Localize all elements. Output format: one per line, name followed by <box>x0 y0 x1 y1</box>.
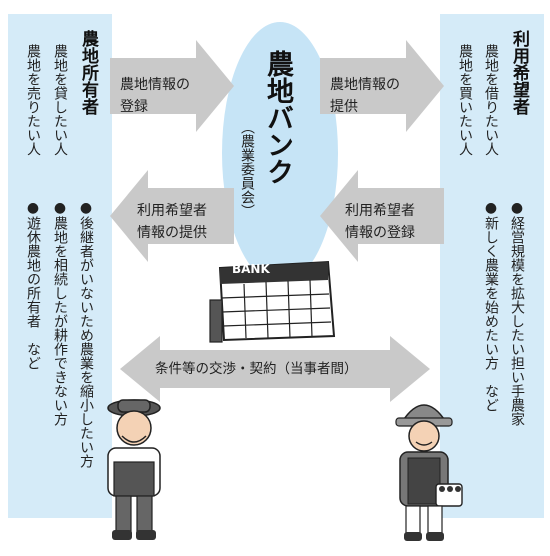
female-farmer-icon <box>395 404 463 541</box>
male-farmer-icon <box>107 399 161 540</box>
seeker-line-buy: 農地を買いたい人 <box>457 44 473 156</box>
farmland-bank-title: 農地バンク <box>262 50 293 185</box>
owner-bullet-idle: ●遊休農地の所有者 など <box>25 200 41 370</box>
owner-line-lend: 農地を貸したい人 <box>52 44 68 156</box>
arrow-bank-to-seeker <box>320 40 444 132</box>
label-owner-to-bank-1: 農地情報の <box>120 77 190 93</box>
seeker-bullet-expand: ●経営規模を拡大したい担い手農家 <box>509 200 525 426</box>
seeker-line-rent: 農地を借りたい人 <box>483 44 499 156</box>
label-seeker-to-bank-1: 利用希望者 <box>345 203 415 219</box>
label-bank-to-owner-2: 情報の提供 <box>137 225 207 241</box>
seeker-bullet-newcomer: ●新しく農業を始めたい方 など <box>483 200 499 412</box>
owner-panel <box>8 14 112 518</box>
label-bank-to-owner-1: 利用希望者 <box>137 203 207 219</box>
label-negotiation: 条件等の交渉・契約（当事者間） <box>155 361 358 377</box>
bank-sign: BANK <box>232 262 270 276</box>
owner-bullet-successor: ●後継者がいないため農業を縮小したい方 <box>78 200 94 468</box>
owner-line-sell: 農地を売りたい人 <box>25 44 41 156</box>
arrow-owner-to-bank <box>110 40 234 132</box>
label-owner-to-bank-2: 登録 <box>120 99 148 115</box>
seeker-title: 利用希望者 <box>509 30 529 115</box>
label-bank-to-seeker-1: 農地情報の <box>330 77 400 93</box>
farmland-bank-subtitle: （農業委員会） <box>239 120 255 218</box>
owner-title: 農地所有者 <box>78 30 98 115</box>
seeker-panel <box>440 14 544 518</box>
arrow-bank-to-owner <box>110 170 234 262</box>
arrow-seeker-to-bank <box>320 170 444 262</box>
label-bank-to-seeker-2: 提供 <box>330 99 358 115</box>
label-seeker-to-bank-2: 情報の登録 <box>345 225 415 241</box>
bank-building-icon <box>209 260 336 343</box>
owner-bullet-inherited: ●農地を相続したが耕作できない方 <box>52 200 68 426</box>
arrow-negotiation <box>120 336 430 402</box>
farmland-bank-ellipse <box>222 22 338 284</box>
